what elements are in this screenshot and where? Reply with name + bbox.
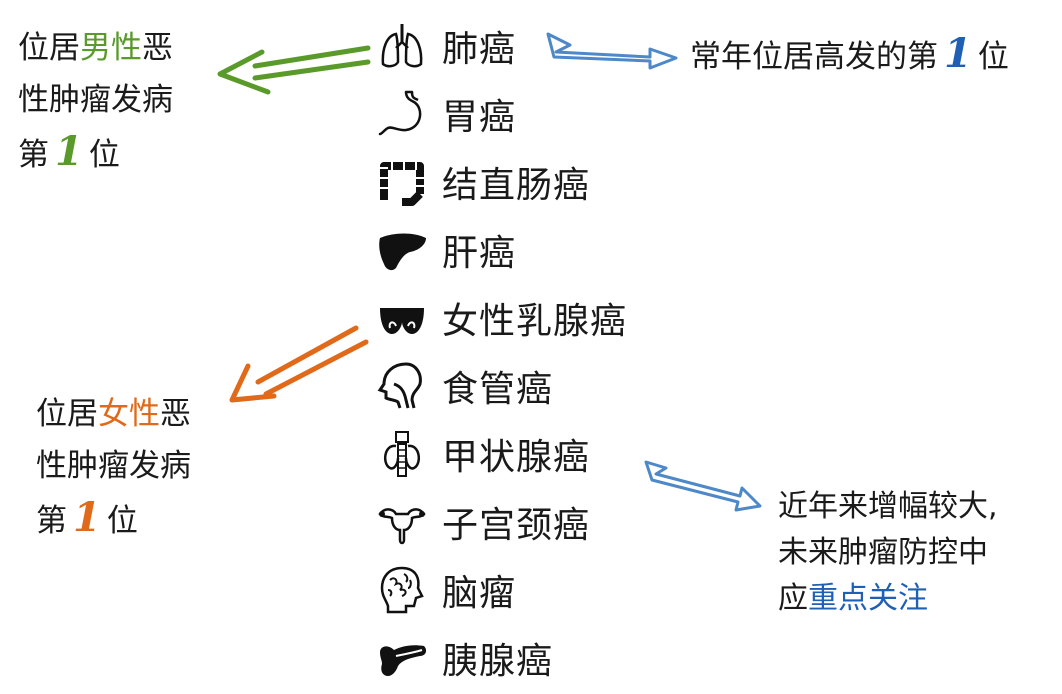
thyroid-icon [383, 431, 421, 477]
cancer-item-cervical: 子宫颈癌 [376, 494, 590, 550]
cancer-label: 脑瘤 [442, 573, 517, 614]
male-note-line2: 性肿瘤发病 [18, 82, 173, 118]
thyroid-highlight: 重点关注 [808, 581, 928, 616]
uterus-icon [378, 508, 426, 545]
female-highlight: 女性 [98, 396, 160, 432]
brain-icon [380, 566, 424, 614]
female-rank-number: 1 [73, 494, 101, 541]
cancer-label: 子宫颈癌 [442, 505, 591, 546]
arrow-to-female-note [229, 325, 369, 403]
male-rank-number: 1 [55, 128, 83, 175]
cancer-label: 胰腺癌 [442, 641, 554, 682]
lungs-icon [381, 24, 423, 68]
cancer-item-colorectal: 结直肠癌 [376, 154, 590, 210]
arrow-to-thyroid-note [644, 460, 762, 512]
cancer-item-stomach: 胃癌 [376, 86, 516, 142]
cancer-item-breast: 女性乳腺癌 [376, 290, 627, 346]
thyroid-note-line3: 应重点关注 [778, 581, 928, 616]
cancer-label: 结直肠癌 [442, 165, 591, 206]
cancer-item-lung: 肺癌 [376, 18, 516, 74]
cancer-label: 甲状腺癌 [442, 437, 591, 478]
male-note-line1: 位居男性恶 [18, 30, 173, 66]
colon-icon [380, 162, 424, 206]
liver-icon [379, 233, 426, 271]
stomach-icon [378, 90, 422, 136]
cancer-item-esophagus: 食管癌 [376, 358, 553, 414]
female-note-line1: 位居女性恶 [36, 396, 191, 432]
cancer-item-brain: 脑瘤 [376, 562, 516, 618]
cancer-item-pancreas: 胰腺癌 [376, 630, 553, 686]
lung-rank-number: 1 [944, 30, 972, 77]
arrow-to-lung-note [546, 32, 678, 70]
female-note-line2: 性肿瘤发病 [36, 448, 191, 484]
arrow-to-male-note [217, 45, 371, 95]
male-highlight: 男性 [80, 30, 142, 66]
cancer-item-liver: 肝癌 [376, 222, 516, 278]
cancer-item-thyroid: 甲状腺癌 [376, 426, 590, 482]
thyroid-note-line2: 未来肿瘤防控中 [778, 535, 988, 570]
cancer-label: 女性乳腺癌 [442, 301, 628, 342]
breast-icon [380, 308, 424, 334]
pancreas-icon [380, 645, 427, 676]
esophagus-icon [377, 362, 422, 409]
cancer-label: 肺癌 [442, 29, 517, 70]
thyroid-note: 近年来增幅较大, 未来肿瘤防控中 应重点关注 [778, 484, 998, 622]
cancer-label: 胃癌 [442, 97, 517, 138]
cancer-label: 肝癌 [442, 233, 517, 274]
thyroid-note-line1: 近年来增幅较大, [778, 489, 998, 524]
cancer-label: 食管癌 [442, 369, 554, 410]
